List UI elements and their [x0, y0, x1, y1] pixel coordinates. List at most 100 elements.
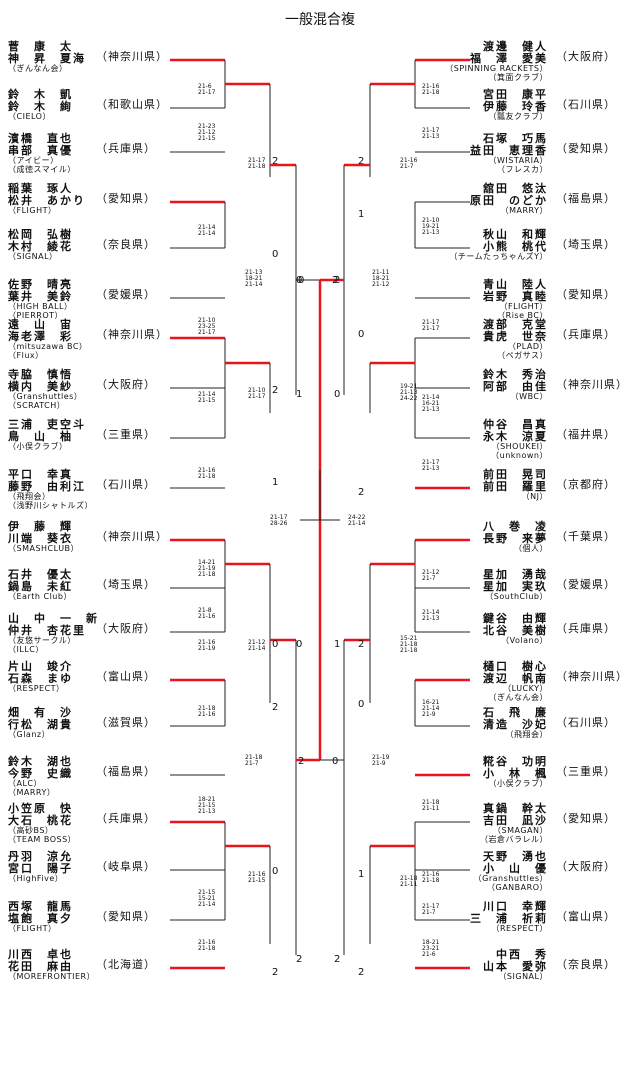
round-result: 0	[272, 639, 279, 650]
team-club2: （MARRY）	[8, 788, 56, 797]
team-club: （SPINNING RACKETS）	[445, 64, 548, 73]
round-result: 2	[298, 756, 305, 767]
team-player1: 西塚 龍馬	[8, 900, 73, 913]
team-prefecture: （滋賀県）	[96, 716, 156, 729]
team-player2: 伊藤 玲香	[483, 100, 548, 113]
team-player1: 石井 優太	[8, 568, 73, 581]
team-player2: 渡辺 帆南	[483, 672, 548, 685]
team-club: （ぎんなん会）	[8, 64, 68, 73]
team-player1: 三浦 吏空斗	[8, 418, 86, 431]
team-player2: 宮口 陽子	[8, 862, 73, 875]
round-result: 0	[358, 329, 365, 340]
team-club: （CIELO）	[8, 112, 51, 121]
round-result: 2	[358, 487, 365, 498]
team-player1: 山 中 一 新	[8, 612, 99, 625]
team-club2: （TEAM BOSS）	[8, 835, 77, 844]
match-score: 21-14 21-14	[198, 224, 216, 237]
team-club: （Volano）	[501, 636, 548, 645]
team-club: （RESPECT）	[491, 924, 548, 933]
team-player1: 平口 幸真	[8, 468, 73, 481]
team-club2: （浅野川シャトルズ）	[8, 501, 93, 510]
team-club: （SHOUKEI）	[491, 442, 548, 451]
team-player1: 宮田 康平	[483, 88, 548, 101]
team-club: （小俣クラブ）	[488, 779, 548, 788]
team-prefecture: （石川県）	[556, 716, 616, 729]
match-score: 21-16 21-18	[422, 83, 440, 96]
match-score: 21-14 21-13	[422, 609, 440, 622]
team-club: （FLIGHT）	[499, 302, 548, 311]
team-club: （チームたっちゃんズY）	[449, 252, 548, 261]
round-result: 2	[334, 954, 341, 965]
team-prefecture: （奈良県）	[556, 958, 616, 971]
team-player2: 福 澤 愛美	[470, 52, 548, 65]
round-result: 2	[272, 156, 279, 167]
team-player1: 八 巻 凌	[483, 520, 548, 533]
team-player1: 小笠原 快	[8, 802, 73, 815]
match-score: 21-18 21-16	[198, 705, 216, 718]
team-player2: 原田 のどか	[470, 194, 548, 207]
round-result: 2	[358, 156, 365, 167]
team-prefecture: （三重県）	[556, 765, 616, 778]
team-player2: 山本 愛弥	[483, 960, 548, 973]
round-result: 0	[334, 389, 341, 400]
team-player2: 行松 湖貴	[8, 718, 73, 731]
match-score: 21-16 21-18	[198, 467, 216, 480]
team-prefecture: （兵庫県）	[556, 622, 616, 635]
match-score: 14-21 21-19 21-18	[198, 559, 216, 578]
team-player1: 稲葉 琢人	[8, 182, 73, 195]
team-player1: 樋口 樹心	[483, 660, 548, 673]
round-result: 0	[332, 756, 339, 767]
match-score: 21-10 21-17	[248, 387, 266, 400]
team-player2: 長野 来夢	[483, 532, 548, 545]
team-club: （MOREFRONTIER）	[8, 972, 96, 981]
round-result: 2	[358, 967, 365, 978]
team-player2: 川端 葵衣	[8, 532, 73, 545]
match-score: 21-18 21-11	[400, 875, 418, 888]
team-club: （SIGNAL）	[8, 252, 58, 261]
team-player1: 濱橋 直也	[8, 132, 73, 145]
team-club: （PLAD）	[507, 342, 548, 351]
team-club: （HighFive）	[8, 874, 64, 883]
team-player2: 葉井 美鈴	[8, 290, 73, 303]
team-club: （飛翔会）	[505, 730, 548, 739]
team-player2: 北谷 美樹	[483, 624, 548, 637]
match-score: 21-6 21-17	[198, 83, 216, 96]
match-score: 21-16 21-7	[400, 157, 418, 170]
round-result: 2	[358, 639, 365, 650]
team-club: （Earth Club）	[8, 592, 72, 601]
match-score: 21-16 21-19	[198, 639, 216, 652]
team-club: （WISTARIA）	[488, 156, 548, 165]
team-player1: 秋山 和輝	[483, 228, 548, 241]
team-club: （FLIGHT）	[8, 924, 57, 933]
round-result: 2	[272, 967, 279, 978]
match-score: 21-12 21-14	[248, 639, 266, 652]
team-club2: （岩倉バラレル）	[480, 835, 548, 844]
team-club: （飛翔会）	[8, 492, 51, 501]
team-prefecture: （兵庫県）	[556, 328, 616, 341]
team-club2: （Rise BC）	[497, 311, 548, 320]
team-player2: 石森 まゆ	[8, 672, 73, 685]
team-prefecture: （北海道）	[96, 958, 156, 971]
team-club2: （ILLC）	[8, 645, 44, 654]
match-score: 21-18 21-11	[422, 799, 440, 812]
match-score: 19-21 21-13 24-22	[400, 383, 418, 402]
team-prefecture: （神奈川県）	[556, 670, 628, 683]
team-player1: 糀谷 功明	[483, 755, 548, 768]
team-player2: 星加 実玖	[483, 580, 548, 593]
match-score: 21-11 18-21 21-12	[372, 269, 390, 288]
team-player1: 仲谷 昌真	[483, 418, 548, 431]
team-player1: 渡部 克堂	[483, 318, 548, 331]
team-player1: 前田 晃司	[483, 468, 548, 481]
team-player2: 岩野 真睦	[483, 290, 548, 303]
team-player2: 永木 涼夏	[483, 430, 548, 443]
team-club: （ALC）	[8, 779, 43, 788]
team-player2: 仲井 杏花里	[8, 624, 86, 637]
match-score: 21-18 21-7	[245, 754, 263, 767]
round-result: 1	[272, 477, 279, 488]
match-score: 21-17 21-13	[422, 127, 440, 140]
team-prefecture: （愛媛県）	[556, 578, 616, 591]
team-prefecture: （石川県）	[556, 98, 616, 111]
round-result: 0	[298, 275, 305, 286]
team-prefecture: （愛媛県）	[96, 288, 156, 301]
